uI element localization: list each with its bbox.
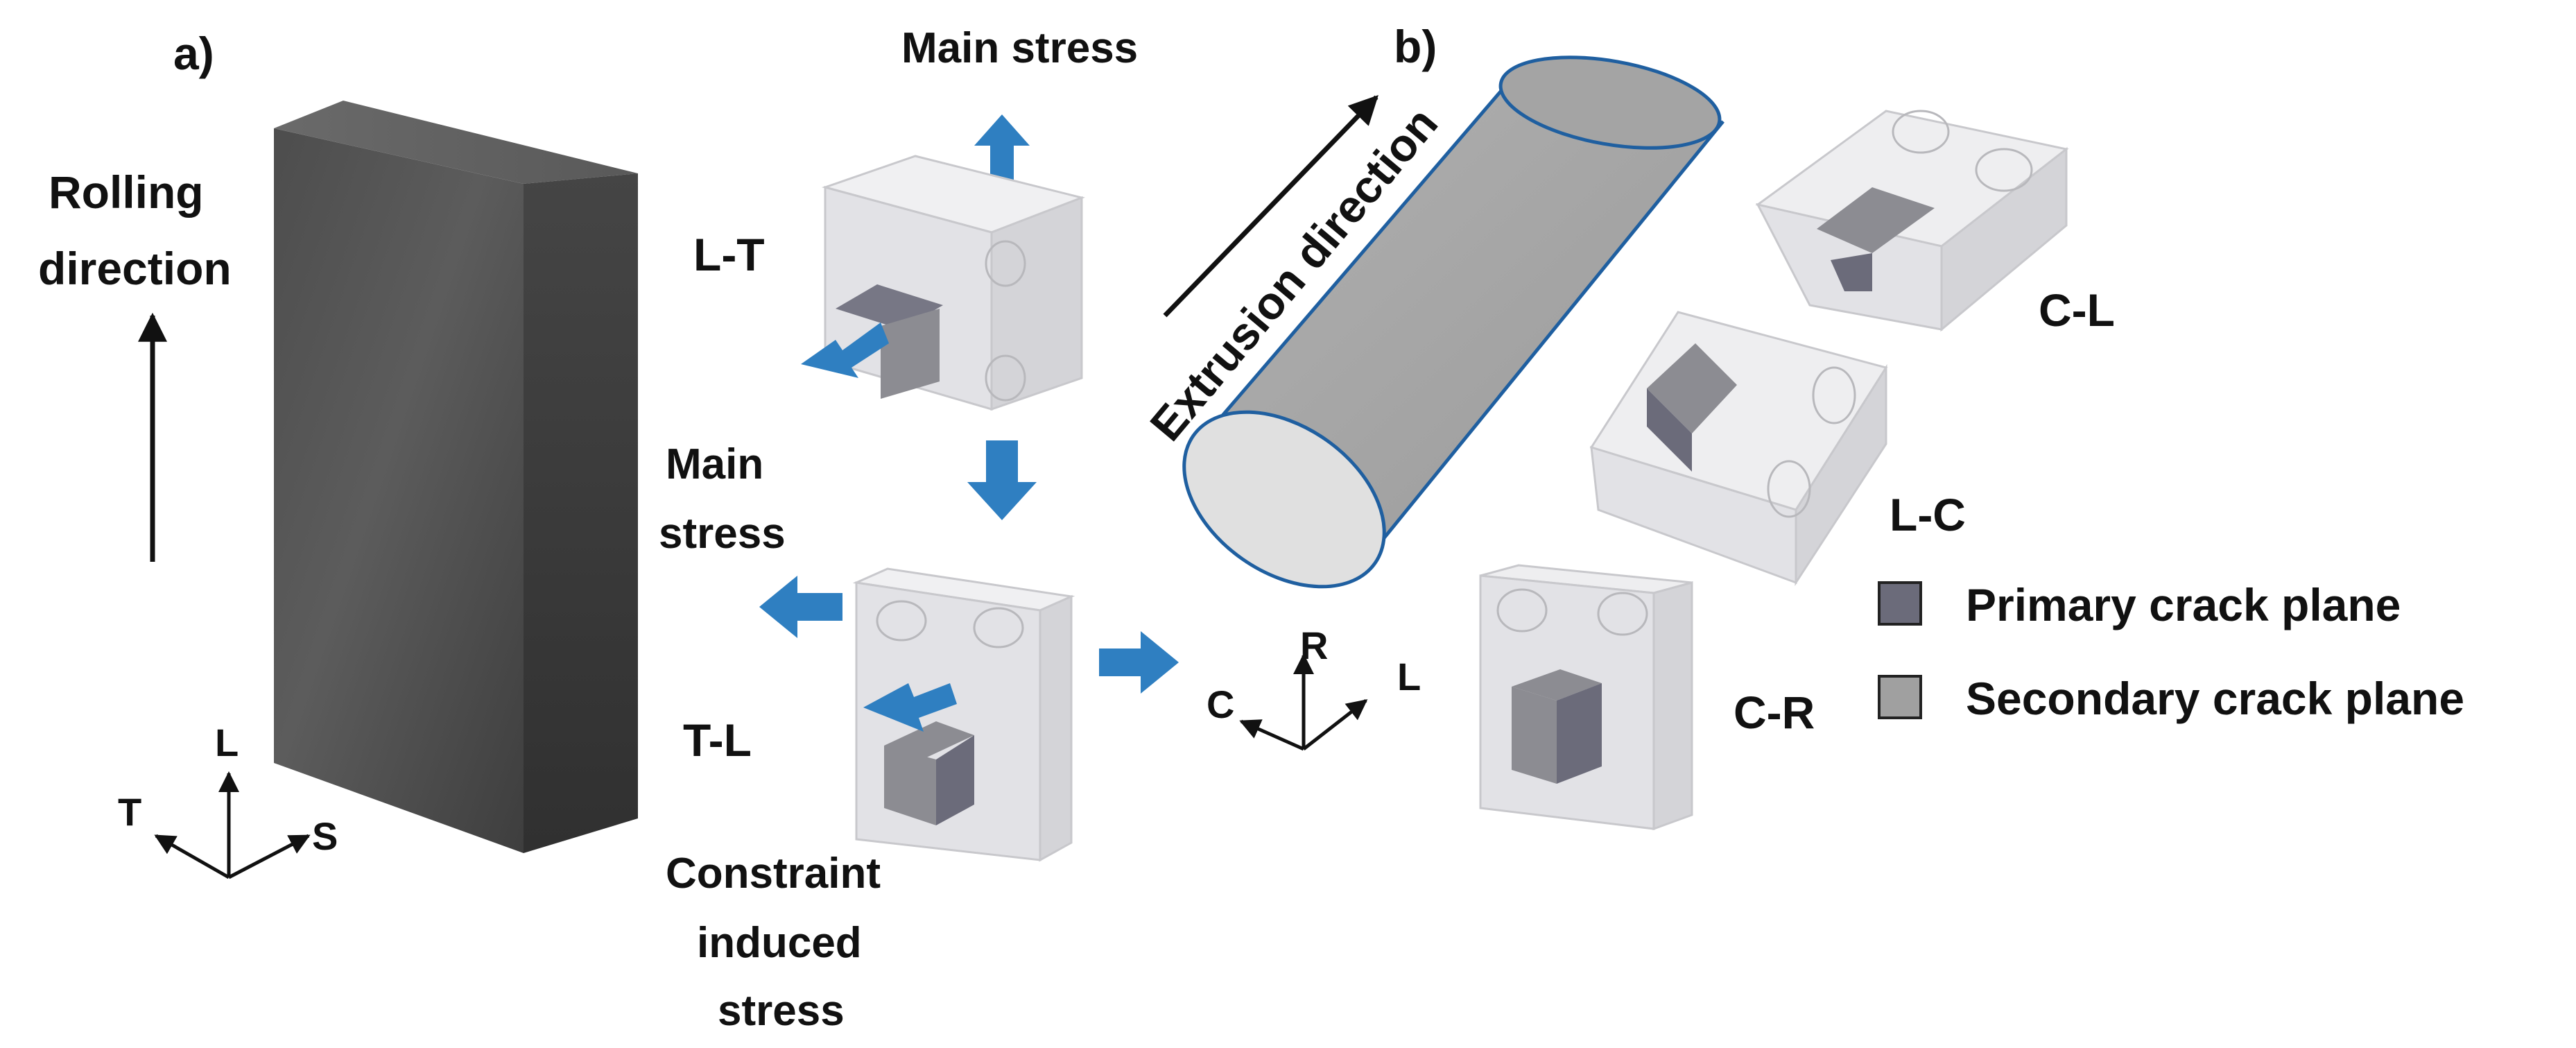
- rolling-direction-label-line1: Rolling: [49, 166, 204, 218]
- cl-secondary-crack-plane: [1817, 187, 1935, 253]
- cylinder-end-face: [1182, 410, 1386, 589]
- legend-secondary-swatch: [1878, 675, 1922, 719]
- cl-primary-crack-plane: [1831, 253, 1872, 291]
- rolled-plate-block: [274, 101, 638, 853]
- tl-main-stress-label-line1: Main: [666, 440, 763, 488]
- lt-specimen-label: L-T: [693, 229, 765, 280]
- lt-up-stress-arrow: [974, 114, 1030, 180]
- axis-s-label: S: [312, 814, 338, 858]
- lt-main-stress-label: Main stress: [901, 24, 1138, 72]
- axis-t-label: T: [118, 790, 141, 834]
- lc-specimen-label: L-C: [1890, 489, 1966, 540]
- legend-primary-swatch: [1878, 581, 1922, 626]
- rolling-direction-label-line2: direction: [38, 243, 232, 294]
- axis-l-label-b: L: [1397, 655, 1421, 698]
- legend-primary-label: Primary crack plane: [1966, 579, 2401, 630]
- legend: Primary crack plane Secondary crack plan…: [1878, 579, 2464, 724]
- tl-side-arrow: [863, 683, 957, 732]
- cr-specimen: [1479, 564, 1693, 831]
- lc-primary-crack-plane: [1647, 388, 1692, 472]
- extruded-cylinder: [1182, 55, 1724, 589]
- axis-c-label: C: [1207, 682, 1234, 726]
- panel-a-label: a): [173, 28, 214, 79]
- lt-down-stress-arrow: [967, 440, 1037, 520]
- cl-specimen-label: C-L: [2039, 284, 2115, 336]
- tl-specimen-label: T-L: [683, 714, 752, 766]
- panel-b-axes: [1239, 653, 1368, 751]
- cr-primary-crack-plane: [1557, 683, 1602, 784]
- cl-specimen: [1755, 110, 2069, 332]
- constraint-label-line1: Constraint: [666, 850, 881, 897]
- axis-r-label: R: [1300, 624, 1328, 667]
- extrusion-direction-arrow: [1163, 94, 1378, 318]
- cr-secondary-crack-plane: [1512, 669, 1602, 701]
- axis-l-label: L: [215, 721, 239, 764]
- panel-b-label: b): [1394, 21, 1437, 72]
- panel-a-axes: [154, 771, 311, 879]
- tl-left-stress-arrow: [759, 576, 842, 638]
- tl-right-stress-arrow: [1099, 631, 1179, 694]
- cr-specimen-label: C-R: [1734, 687, 1815, 738]
- lt-side-arrow: [801, 323, 889, 378]
- lt-specimen: [821, 155, 1085, 411]
- lc-specimen: [1589, 311, 1888, 587]
- tl-specimen: [852, 567, 1075, 862]
- legend-secondary-label: Secondary crack plane: [1966, 673, 2464, 724]
- constraint-label-line3: stress: [718, 987, 845, 1035]
- tl-main-stress-label-line2: stress: [659, 510, 786, 558]
- lt-secondary-crack-plane: [881, 309, 940, 399]
- tl-primary-crack-plane: [936, 735, 974, 825]
- tl-secondary-crack-plane: [884, 721, 974, 759]
- constraint-label-line2: induced: [697, 919, 862, 967]
